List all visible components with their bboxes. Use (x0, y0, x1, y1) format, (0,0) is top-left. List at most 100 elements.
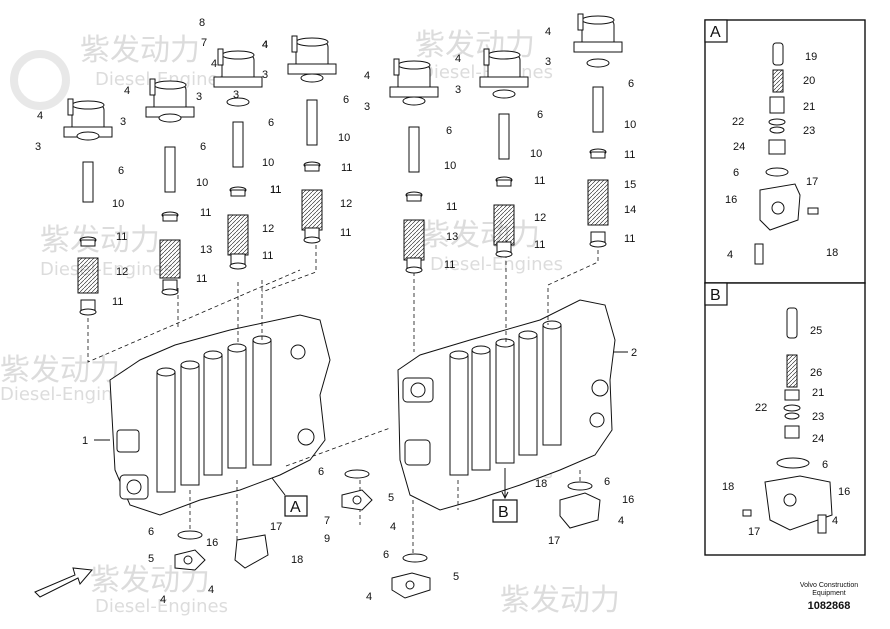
solenoid-top (221, 50, 255, 60)
callout-label: 16 (206, 537, 218, 549)
callout-label: 12 (340, 198, 352, 210)
direction-arrow (34, 567, 93, 598)
callout-label: 6 (604, 476, 610, 488)
inset-a-callout: 24 (733, 141, 745, 153)
o-ring (492, 89, 516, 99)
solenoid-top (581, 15, 615, 25)
watermark-logo (10, 50, 70, 110)
callout-label: 3 (455, 84, 461, 96)
washer-body (496, 179, 512, 187)
callout-label: 11 (624, 233, 635, 245)
callout-label: 4 (160, 594, 166, 606)
marker-b-text: B (498, 504, 509, 521)
callout-label: 6 (148, 526, 154, 538)
end-washer (589, 240, 607, 248)
screw (393, 58, 400, 76)
footer-sub: Equipment (812, 590, 846, 597)
inset-b-callout: 16 (838, 486, 850, 498)
callout-label: 3 (233, 89, 239, 101)
callout-label: 11 (341, 162, 352, 174)
callout-label: 6 (383, 549, 389, 561)
end-washer (229, 262, 247, 270)
inset-b-callout: 23 (812, 411, 824, 423)
o-ring (586, 58, 610, 68)
inset-b-callout: 17 (748, 526, 760, 538)
inset-a-callout: 22 (732, 116, 744, 128)
callout-label: 10 (444, 160, 456, 172)
callout-label: 11 (270, 184, 281, 196)
callout-label: 5 (148, 553, 154, 565)
solenoid-flange (389, 86, 439, 98)
end-washer (79, 308, 97, 316)
solenoid-flange (213, 76, 263, 88)
callout-label: 11 (196, 273, 207, 285)
screw (291, 35, 298, 53)
screw (217, 48, 224, 66)
callout-label: 16 (622, 494, 634, 506)
end-washer (161, 288, 179, 296)
callout-label: 3 (545, 56, 551, 68)
valve-stack-1 (63, 98, 113, 316)
washer-body (406, 194, 422, 202)
callout-label: 10 (112, 198, 124, 210)
dashed-leaders (87, 240, 599, 555)
spool-rod (592, 86, 604, 133)
callout-label: 11 (340, 227, 351, 239)
spool-rod (306, 99, 318, 146)
housing-labels: 1 2 (82, 347, 637, 447)
screw (483, 48, 490, 66)
watermark-en: Diesel-Engines (95, 69, 228, 90)
solenoid-flange (479, 76, 529, 88)
spool-rod (82, 161, 94, 203)
callout-label: 10 (624, 119, 636, 131)
section-marker-a: A (271, 477, 308, 517)
callout-label: 13 (446, 231, 458, 243)
solenoid-top (487, 50, 521, 60)
o-ring (300, 73, 324, 83)
o-ring (158, 113, 182, 123)
end-washer (495, 250, 513, 258)
callout-label: 10 (262, 157, 274, 169)
valve-stack-5 (389, 58, 439, 274)
callout-label: 6 (628, 78, 634, 90)
inset-b-callout: 4 (832, 515, 838, 527)
spools-right (449, 320, 562, 476)
solenoid-top (71, 100, 105, 110)
callout-label: 11 (262, 250, 273, 262)
callout-label: 10 (338, 132, 350, 144)
footer-number: 1082868 (808, 600, 851, 612)
inset-b-callout: 18 (722, 481, 734, 493)
callout-label: 17 (548, 535, 560, 547)
callout-label: 15 (624, 179, 636, 191)
callout-label: 11 (112, 296, 123, 308)
callout-label: 10 (530, 148, 542, 160)
callout-label: 18 (535, 478, 547, 490)
valve-stack-6 (479, 48, 529, 258)
callout-label: 6 (318, 466, 324, 478)
callout-label: 11 (624, 149, 635, 161)
spool-rod (408, 126, 420, 173)
callout-label: 11 (534, 239, 545, 251)
spool-rod (498, 113, 510, 160)
inset-b-callout: 21 (812, 387, 824, 399)
solenoid-top (397, 60, 431, 70)
callout-label: 3 (35, 141, 41, 153)
inset-b-callout: 26 (810, 367, 822, 379)
callout-label: 4 (390, 521, 396, 533)
callout-label: 5 (453, 571, 459, 583)
footer-company: Volvo Construction (800, 582, 858, 589)
callout-label: 10 (196, 177, 208, 189)
callout-label: 7 (201, 37, 207, 49)
spools-left (156, 335, 272, 493)
valve-stack-7 (573, 13, 623, 248)
watermark-cn: 紫发动力 (0, 353, 120, 388)
inset-b-letter: B (710, 287, 721, 304)
callout-label: 4 (262, 39, 268, 51)
watermark-en: Diesel-Engines (0, 384, 133, 405)
